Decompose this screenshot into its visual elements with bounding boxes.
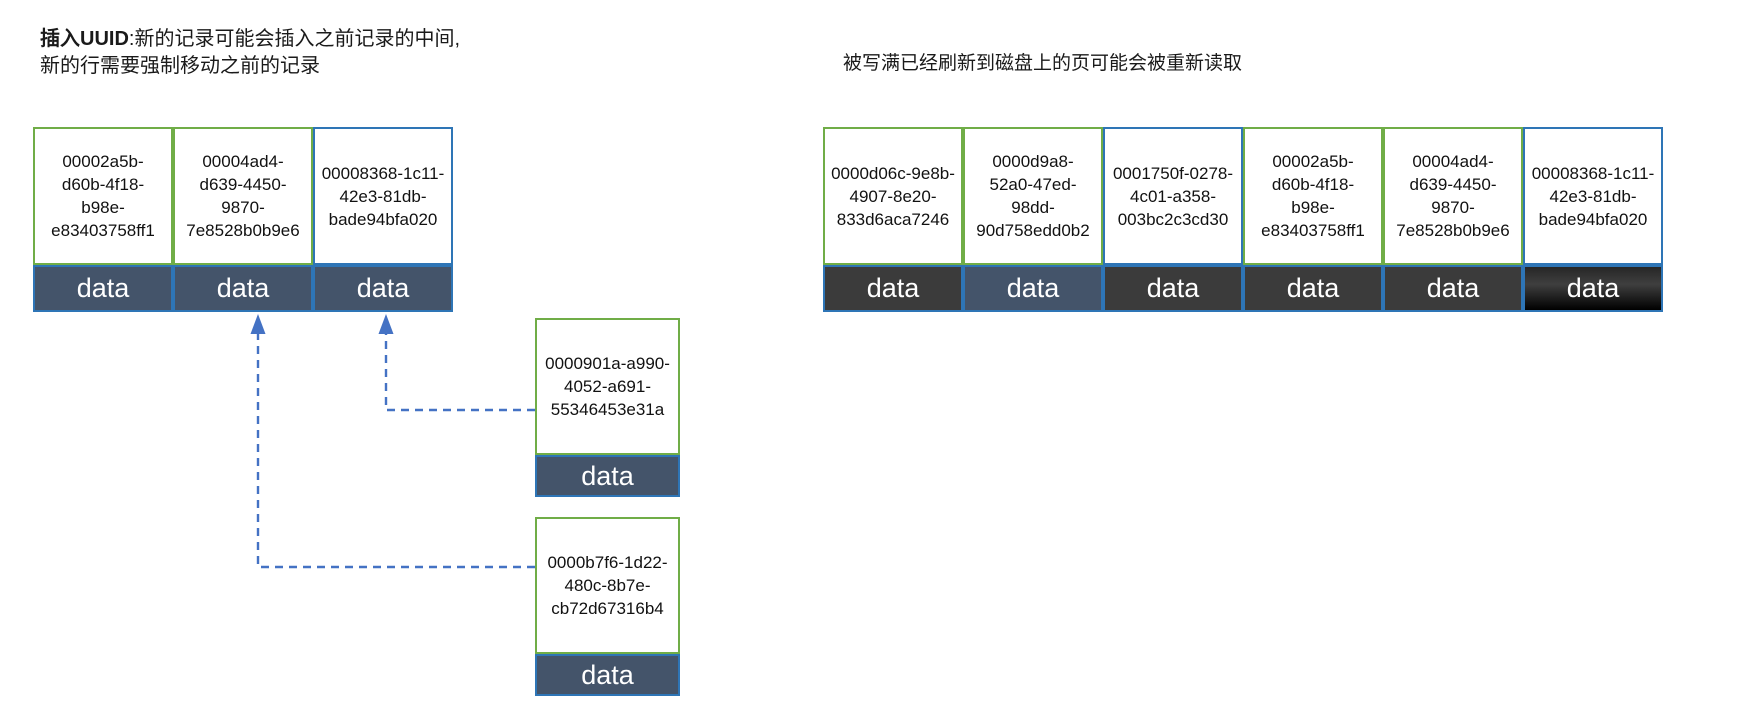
record: 0001750f-0278-4c01-a358-003bc2c3cd30 dat… [1103,127,1243,312]
caption-rest: :新的记录可能会插入之前记录的中间, [128,28,461,50]
arrow-line-lower [256,333,535,569]
data-cell: data [1243,265,1383,312]
data-cell: data [33,265,173,312]
caption-line-1: 插入UUID:新的记录可能会插入之前记录的中间, [40,26,460,53]
arrow-up-icon [378,314,394,334]
data-cell: data [1383,265,1523,312]
page-reread-from-disk: 0000d06c-9e8b-4907-8e20-833d6aca7246 dat… [823,127,1663,312]
uuid-cell: 0000b7f6-1d22-480c-8b7e-cb72d67316b4 [535,517,680,654]
data-cell: data [1523,265,1663,312]
record: 00008368-1c11-42e3-81db-bade94bfa020 dat… [1523,127,1663,312]
caption-insert-uuid: 插入UUID:新的记录可能会插入之前记录的中间, 新的行需要强制移动之前的记录 [40,26,460,80]
record: 0000d06c-9e8b-4907-8e20-833d6aca7246 dat… [823,127,963,312]
data-cell: data [963,265,1103,312]
uuid-cell: 00004ad4-d639-4450-9870-7e8528b0b9e6 [1383,127,1523,265]
data-cell: data [535,654,680,696]
page-before-insert: 00002a5b-d60b-4f18-b98e-e83403758ff1 dat… [33,127,453,312]
record: 00008368-1c11-42e3-81db-bade94bfa020 dat… [313,127,453,312]
arrow-up-icon [250,314,266,334]
record: 0000d9a8-52a0-47ed-98dd-90d758edd0b2 dat… [963,127,1103,312]
record: 00004ad4-d639-4450-9870-7e8528b0b9e6 dat… [1383,127,1523,312]
arrow-line-upper [384,333,535,412]
data-cell: data [823,265,963,312]
caption-line-2: 新的行需要强制移动之前的记录 [40,55,320,77]
caption-bold-term: 插入UUID [40,28,129,50]
uuid-cell: 00008368-1c11-42e3-81db-bade94bfa020 [1523,127,1663,265]
caption-flushed-page: 被写满已经刷新到磁盘上的页可能会被重新读取 [843,53,1243,74]
uuid-cell: 0000d06c-9e8b-4907-8e20-833d6aca7246 [823,127,963,265]
uuid-cell: 00004ad4-d639-4450-9870-7e8528b0b9e6 [173,127,313,265]
uuid-cell: 00008368-1c11-42e3-81db-bade94bfa020 [313,127,453,265]
data-cell: data [535,455,680,497]
uuid-cell: 0000901a-a990-4052-a691-55346453e31a [535,318,680,455]
uuid-cell: 0000d9a8-52a0-47ed-98dd-90d758edd0b2 [963,127,1103,265]
uuid-cell: 00002a5b-d60b-4f18-b98e-e83403758ff1 [33,127,173,265]
record: 00002a5b-d60b-4f18-b98e-e83403758ff1 dat… [1243,127,1383,312]
uuid-cell: 0001750f-0278-4c01-a358-003bc2c3cd30 [1103,127,1243,265]
uuid-cell: 00002a5b-d60b-4f18-b98e-e83403758ff1 [1243,127,1383,265]
new-record: 0000901a-a990-4052-a691-55346453e31a dat… [535,318,680,497]
data-cell: data [1103,265,1243,312]
data-cell: data [313,265,453,312]
record: 00004ad4-d639-4450-9870-7e8528b0b9e6 dat… [173,127,313,312]
data-cell: data [173,265,313,312]
record: 00002a5b-d60b-4f18-b98e-e83403758ff1 dat… [33,127,173,312]
new-record: 0000b7f6-1d22-480c-8b7e-cb72d67316b4 dat… [535,517,680,696]
